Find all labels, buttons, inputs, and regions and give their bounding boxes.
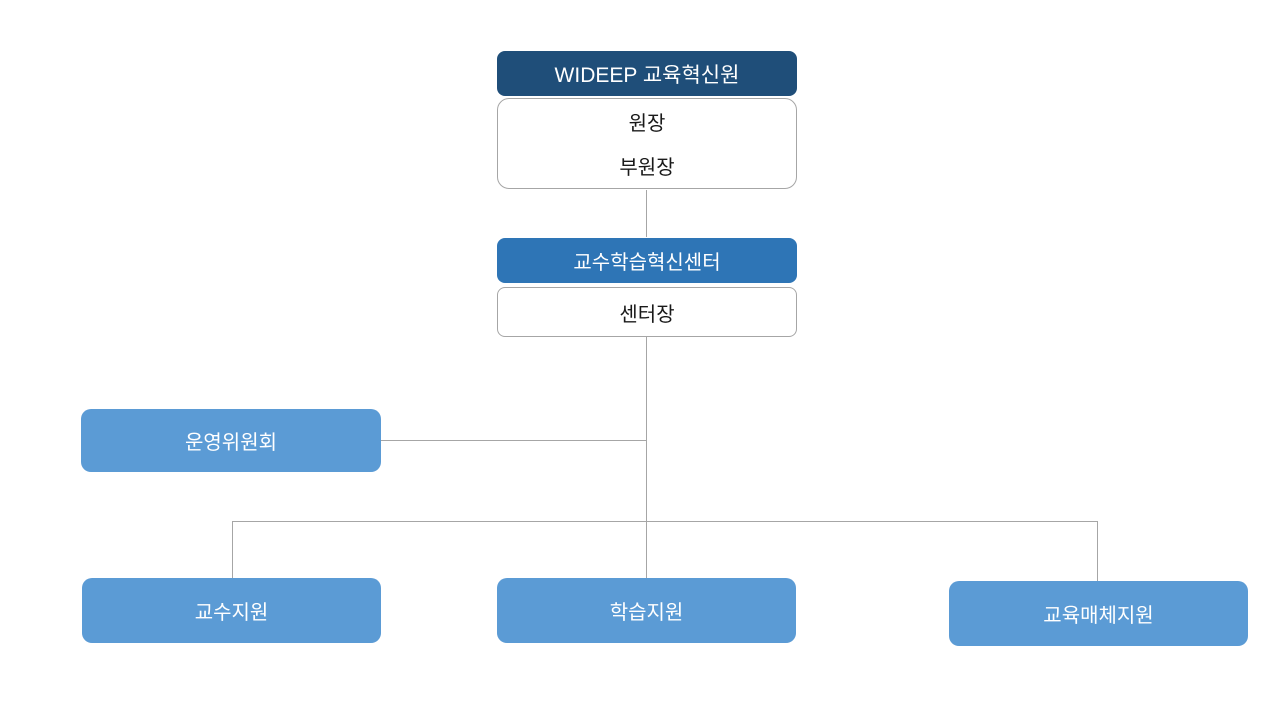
node-dept-media-label: 교육매체지원 [1043, 605, 1154, 627]
node-center-detail: 센터장 [497, 287, 797, 337]
node-center-label: 교수학습혁신센터 [573, 252, 721, 274]
node-committee: 운영위원회 [81, 409, 381, 472]
connector-root-to-center [646, 190, 647, 237]
connector-center-trunk [646, 337, 647, 578]
node-center-detail-label: 센터장 [619, 303, 675, 326]
node-dept-media: 교육매체지원 [949, 581, 1248, 646]
node-root: WIDEEP 교육혁신원 [497, 51, 797, 96]
node-dept-learning: 학습지원 [497, 578, 796, 643]
node-dept-teaching-label: 교수지원 [194, 602, 269, 624]
node-dept-learning-label: 학습지원 [609, 602, 684, 624]
connector-drop-media [1097, 521, 1098, 581]
node-root-detail-line1: 원장 [628, 113, 666, 135]
connector-drop-teaching [232, 521, 233, 578]
node-root-detail-line2: 부원장 [619, 157, 675, 179]
node-root-label: WIDEEP 교육혁신원 [554, 63, 740, 87]
node-root-detail: 원장 부원장 [497, 98, 797, 189]
node-center: 교수학습혁신센터 [497, 238, 797, 283]
connector-departments-bus [232, 521, 1098, 522]
node-committee-label: 운영위원회 [185, 432, 277, 454]
node-dept-teaching: 교수지원 [82, 578, 381, 643]
connector-committee-branch [381, 440, 647, 441]
